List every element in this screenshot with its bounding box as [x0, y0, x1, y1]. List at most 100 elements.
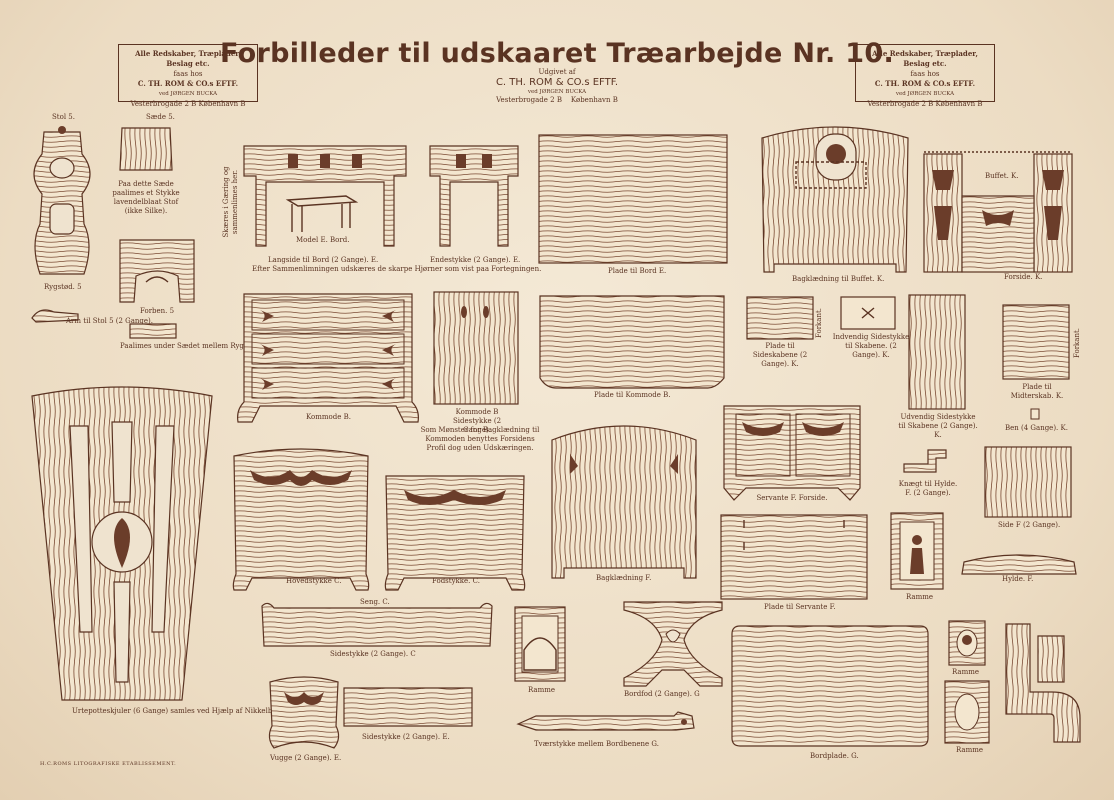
arm-drawing [31, 309, 79, 323]
label-knaegt: Knægt til Hylde. F. (2 Gange). [898, 480, 958, 497]
address-street: Vesterbrogade 2 B [496, 96, 562, 104]
label-kommode-b: Kommode B. [306, 413, 351, 421]
middle-cabinet-plate-drawing [1002, 304, 1070, 380]
supplier-line1: Alle Redskaber, Træplader, Beslag etc. [135, 49, 241, 68]
label-forkant2: Forkant. [1073, 328, 1081, 358]
table-foot-drawing [623, 601, 723, 687]
printer-credit: H.C.ROMS LITOGRAFISKE ETABLISSEMENT. [40, 761, 177, 767]
label-saede: Sæde 5. [146, 113, 175, 121]
label-plade-bord: Plade til Bord E. [608, 267, 667, 275]
label-plade-kommode: Plade til Kommode B. [594, 391, 671, 399]
label-bagklaedning-f: Bagklædning F. [596, 574, 652, 582]
dresser-b-front-drawing [237, 293, 419, 423]
label-langside: Langside til Bord (2 Gange). E. [268, 256, 379, 264]
seat-drawing [119, 127, 173, 171]
label-paalimes: Paalimes under Sædet mellem Rygstød og F… [120, 342, 300, 350]
side-cabinet-plate-drawing [746, 296, 814, 340]
buffet-back-drawing [761, 126, 909, 273]
frame-pieces-drawing [1005, 623, 1081, 743]
buffet-front-drawing [923, 151, 1073, 273]
frame-3-drawing [948, 620, 986, 666]
label-forben: Forben. 5 [140, 307, 175, 315]
table-model-drawing [285, 195, 359, 232]
label-sidestykke-c: Sidestykke (2 Gange). C [330, 650, 416, 658]
label-forkant1: Forkant. [815, 308, 823, 338]
table-long-side-drawing [243, 145, 407, 247]
label-vugge: Vugge (2 Gange). E. [270, 754, 342, 762]
label-seng: Seng. C. [360, 598, 390, 606]
table-end-drawing [429, 145, 519, 247]
table-top-drawing [538, 134, 728, 264]
supplier-line3: C. TH. ROM & CO.s EFTF. [874, 79, 976, 88]
label-ramme1: Ramme [906, 593, 934, 601]
supplier-box-right: Alle Redskaber, Træplader, Beslag etc. f… [855, 44, 995, 108]
planter-panel-drawing [31, 386, 213, 701]
leg-k-drawing [1030, 408, 1040, 420]
washstand-front-drawing [723, 405, 861, 501]
publisher-address: Vesterbrogade 2 B København B [0, 96, 1114, 104]
label-udvendig: Udvendig Sidestykke til Skabene (2 Gange… [898, 413, 978, 439]
chair-back-drawing [33, 126, 91, 275]
bed-headboard-drawing [232, 448, 370, 591]
strip-drawing [129, 323, 177, 339]
label-rygstod: Rygstød. 5 [44, 283, 82, 291]
frame-1-drawing [890, 512, 944, 590]
front-leg-drawing [119, 239, 195, 303]
label-kommode-note: Som Mønster for Bagklædning til Kommoden… [420, 426, 540, 452]
label-arm: Arm til Stol 5 (2 Gange). [66, 317, 154, 325]
supplier-line4: ved JØRGEN BUCKA [895, 91, 955, 97]
shelf-bracket-drawing [903, 449, 947, 473]
label-bagklaedning-buffet: Bagklædning til Buffet. K. [792, 275, 885, 283]
label-hylde: Hylde. F. [1002, 575, 1034, 583]
dresser-top-drawing [539, 295, 725, 389]
washstand-back-drawing [551, 425, 697, 579]
label-model-bord: Model E. Bord. [296, 236, 350, 244]
label-indvendig: Indvendig Sidestykke til Skabene. (2 Gan… [832, 333, 910, 359]
label-ben: Ben (4 Gange). K. [1005, 424, 1068, 432]
label-plade-servante: Plade til Servante F. [764, 603, 836, 611]
supplier-box-left: Alle Redskaber, Træplader, Beslag etc. f… [118, 44, 258, 108]
label-vertical-note: Skæres i Gæring og sammenlimes her. [222, 166, 239, 238]
label-servante-forside: Servante F. Forside. [756, 494, 828, 502]
frame-2-drawing [514, 606, 566, 682]
supplier-line4: ved JØRGEN BUCKA [158, 91, 218, 97]
label-plade-sidekabene: Plade til Sideskabene (2 Gange). K. [752, 342, 808, 368]
supplier-line3: C. TH. ROM & CO.s EFTF. [137, 79, 239, 88]
label-kommode-b-side: Kommode B Sidestykke (2 Gange). [452, 408, 502, 434]
label-forside-k: Forside. K. [1004, 273, 1043, 281]
label-bordplade: Bordplade. G. [810, 752, 859, 760]
label-plade-midterskab: Plade til Midterskab. K. [1010, 383, 1064, 400]
inner-side-drawing [840, 296, 896, 330]
label-side-f: Side F (2 Gange). [998, 521, 1061, 529]
label-sidestykke-e: Sidestykke (2 Gange). E. [362, 733, 450, 741]
label-stol: Stol 5. [52, 113, 75, 121]
crossbar-drawing [516, 711, 695, 731]
label-bordfod: Bordfod (2 Gange). G [624, 690, 700, 698]
page-title: Forbilleder til udskaaret Træarbejde Nr.… [219, 38, 894, 69]
publisher-ved: ved JØRGEN BUCKA [527, 89, 587, 95]
label-buffet: Buffet. K. [985, 172, 1019, 180]
label-urtepotte: Urtepotteskjuler (6 Gange) samles ved Hj… [72, 707, 288, 715]
label-ramme4: Ramme [956, 746, 984, 754]
supplier-line2: faas hos [910, 70, 940, 78]
supplier-line5: Vesterbrogade 2 B København B [130, 100, 246, 108]
label-hovedstykke: Hovedstykke C. [286, 577, 342, 585]
supplier-line2: faas hos [173, 70, 203, 78]
side-f-drawing [984, 446, 1072, 518]
label-tvaerstykke: Tværstykke mellem Bordbenene G. [534, 740, 659, 748]
label-fodstykke: Fodstykke. C. [432, 577, 480, 585]
table-top-g-drawing [731, 625, 929, 747]
washstand-top-drawing [720, 514, 868, 600]
label-ramme2: Ramme [528, 686, 556, 694]
outer-side-drawing [908, 294, 966, 410]
dresser-b-side-drawing [433, 291, 519, 405]
shelf-f-drawing [961, 554, 1077, 575]
supplier-line5: Vesterbrogade 2 B København B [867, 100, 983, 108]
publisher-name: C. TH. ROM & CO.s EFTF. [495, 77, 619, 88]
frame-4-drawing [944, 680, 990, 744]
label-endestykke: Endestykke (2 Gange). E. [430, 256, 521, 264]
bed-footboard-drawing [384, 475, 526, 591]
supplier-line1: Alle Redskaber, Træplader, Beslag etc. [872, 49, 978, 68]
side-c-drawing [261, 602, 493, 647]
